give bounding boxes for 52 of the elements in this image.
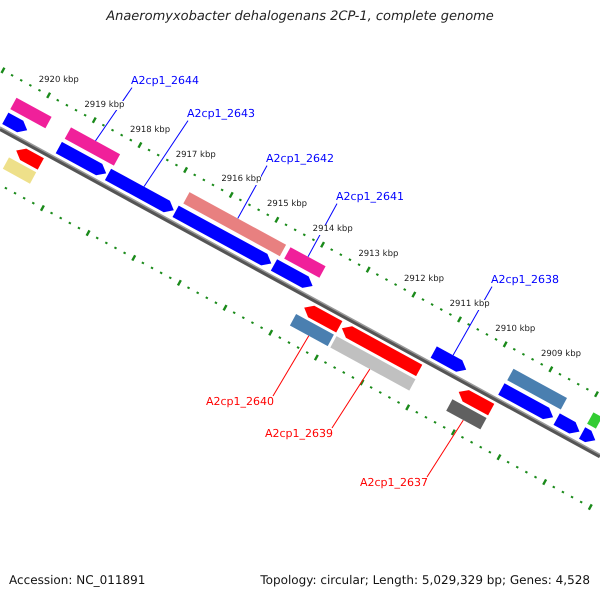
gene-bar — [10, 98, 52, 128]
scale-label: 2910 kbp — [495, 324, 536, 335]
scale-label: 2920 kbp — [38, 76, 79, 86]
gene-block — [172, 206, 272, 266]
scale-label: 2912 kbp — [404, 275, 444, 285]
gene-block — [554, 413, 580, 434]
leader-line — [452, 286, 492, 356]
gene-label: A2cp1_2639 — [264, 428, 333, 441]
gene-bar — [64, 127, 120, 166]
leader-line — [144, 120, 188, 188]
gene-label: A2cp1_2643 — [187, 108, 256, 121]
leader-line — [272, 335, 310, 396]
gene-bar — [507, 368, 567, 410]
gene-bar — [290, 314, 334, 346]
gene-label: A2cp1_2641 — [336, 191, 404, 204]
gene-label: A2cp1_2644 — [131, 75, 200, 88]
gene-label: A2cp1_2642 — [266, 153, 334, 166]
scale-label: 2917 kbp — [176, 150, 216, 160]
gene-block — [304, 306, 342, 332]
gene-bar — [284, 247, 326, 278]
gene-label: A2cp1_2640 — [206, 396, 274, 409]
scale-label: 2909 kbp — [540, 350, 581, 360]
title: Anaeromyxobacter dehalogenans 2CP-1, complete genome — [104, 10, 495, 25]
genome-info-text: Topology: circular; Length: 5,029,329 bp; Genes: 4,528 — [260, 574, 590, 588]
gene-block — [270, 259, 313, 288]
scale-label: 2916 kbp — [221, 175, 262, 186]
leader-line — [426, 420, 464, 478]
gene-block — [430, 346, 466, 372]
gene-block — [342, 326, 422, 376]
gene-bar — [2, 157, 36, 184]
gene-block — [2, 112, 28, 132]
gene-label: A2cp1_2638 — [491, 274, 560, 287]
leader-line — [237, 165, 268, 219]
scale-label: 2918 kbp — [130, 126, 170, 136]
gene-bar — [330, 336, 416, 391]
gene-bar — [587, 412, 600, 429]
scale-label: 2919 kbp — [84, 100, 124, 110]
leader-line — [332, 368, 370, 428]
gene-block — [458, 390, 494, 416]
gene-block — [56, 142, 106, 176]
gene-block — [579, 427, 596, 442]
scale-label: 2915 kbp — [267, 200, 308, 210]
gene-label: A2cp1_2637 — [360, 477, 428, 490]
scale-label: 2911 kbp — [450, 300, 490, 310]
accession-text: Accession: NC_011891 — [9, 574, 146, 588]
gene-block — [498, 383, 554, 420]
scale-label: 2913 kbp — [358, 250, 398, 260]
gene-bar — [183, 192, 286, 256]
gene-block — [104, 168, 174, 212]
scale-label: 2914 kbp — [312, 225, 353, 235]
gene-block — [16, 148, 44, 170]
gene-bar — [446, 399, 487, 430]
